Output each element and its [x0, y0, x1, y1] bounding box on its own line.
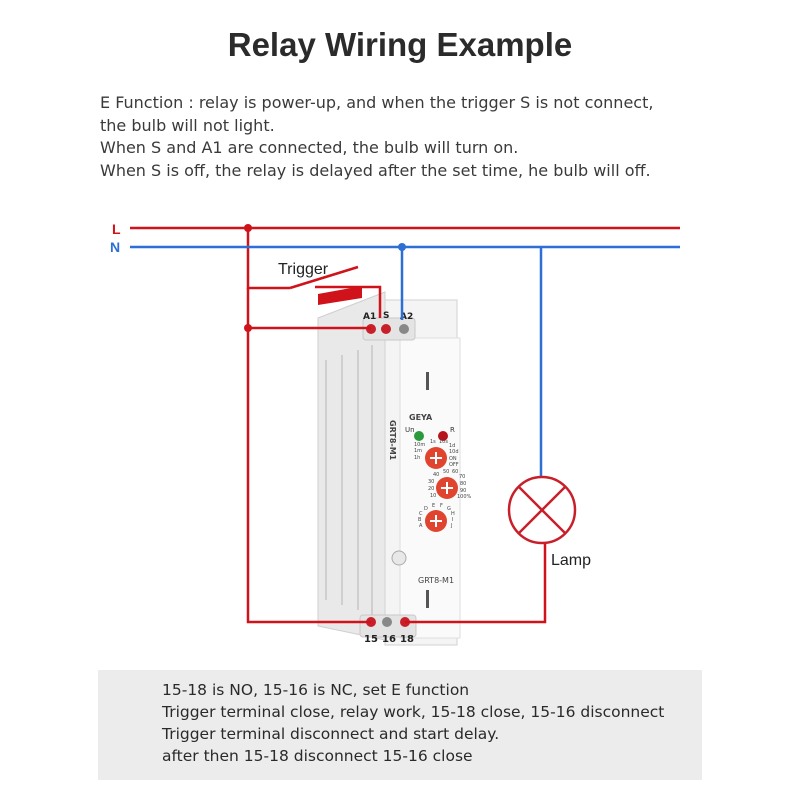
svg-text:40: 40 [433, 472, 439, 478]
terminal-a1-label: A1 [363, 312, 376, 322]
bottom-terminal-labels: 15 16 18 [364, 634, 414, 645]
svg-text:1m: 1m [414, 448, 422, 454]
svg-text:F: F [440, 503, 443, 509]
svg-text:1s: 1s [430, 439, 436, 445]
operation-notes: 15-18 is NO, 15-16 is NC, set E function… [98, 670, 702, 780]
relay-model-label: GRT8-M1 [418, 576, 454, 585]
terminal-a2-screw [399, 324, 409, 334]
svg-text:100%: 100% [457, 494, 472, 500]
neutral-label-n: N [110, 239, 120, 255]
svg-text:1d: 1d [449, 443, 455, 449]
svg-text:1h: 1h [414, 455, 420, 461]
description-line: the bulb will not light. [100, 115, 275, 135]
terminal-18-label: 18 [400, 634, 414, 645]
note-line: after then 15-18 disconnect 15-16 close [162, 747, 473, 765]
svg-text:20: 20 [428, 486, 434, 492]
brand-logo: GEYA [409, 413, 433, 422]
description-line: When S is off, the relay is delayed afte… [100, 160, 651, 180]
lamp-feed-wire [405, 540, 547, 624]
led-un-label: Un [405, 426, 415, 434]
svg-text:30: 30 [428, 479, 434, 485]
svg-text:OFF: OFF [449, 462, 459, 468]
relay-module: Un R GEYA 1s 10s 1m 10m 1h 1d 10d ON OFF [317, 286, 472, 646]
terminal-s-label: S [383, 311, 389, 321]
svg-text:H: H [451, 511, 455, 517]
svg-text:ON: ON [449, 456, 457, 462]
dial1-scale: 1s 10s 1m 10m 1h 1d 10d ON OFF [414, 439, 459, 468]
junction-dots [244, 224, 406, 332]
svg-text:C: C [419, 511, 423, 517]
common-15-wire [246, 328, 371, 624]
description-line: E Function : relay is power-up, and when… [100, 93, 654, 112]
led-un [414, 431, 424, 441]
terminal-16-screw [382, 617, 392, 627]
description-line: When S and A1 are connected, the bulb wi… [100, 138, 519, 157]
time-range-dial[interactable] [425, 447, 447, 469]
relay-side-model: GRT8-M1 [388, 420, 397, 461]
svg-text:J: J [450, 523, 452, 529]
trigger-feed-wire [246, 228, 290, 290]
svg-text:E: E [432, 503, 435, 509]
svg-text:90: 90 [460, 488, 466, 494]
svg-text:60: 60 [452, 469, 458, 475]
trigger-label: Trigger [278, 261, 329, 278]
svg-text:D: D [424, 506, 428, 512]
top-terminal-labels: A1 S A2 [363, 311, 413, 322]
lamp-symbol [507, 475, 577, 545]
lamp-label: Lamp [551, 552, 591, 569]
svg-text:10: 10 [430, 493, 436, 499]
note-line: Trigger terminal disconnect and start de… [162, 725, 500, 743]
relay-side-panel [317, 291, 386, 641]
dial3-scale: A B C D E F G H I J [418, 503, 455, 529]
svg-text:10d: 10d [449, 449, 459, 455]
relay-slot-top [426, 372, 429, 390]
page-title: Relay Wiring Example [227, 26, 573, 63]
function-description: E Function : relay is power-up, and when… [100, 92, 740, 182]
terminal-16-label: 16 [382, 634, 396, 645]
svg-text:A: A [419, 523, 423, 529]
svg-text:B: B [418, 517, 422, 523]
terminal-a2-label: A2 [400, 312, 413, 322]
relay-slot-bottom [426, 590, 429, 608]
led-r-label: R [450, 426, 455, 434]
line-label-l: L [112, 221, 121, 237]
svg-text:70: 70 [459, 474, 465, 480]
terminal-15-label: 15 [364, 634, 378, 645]
svg-text:50: 50 [443, 469, 449, 475]
certification-mark [391, 550, 407, 566]
function-dial[interactable] [425, 510, 447, 532]
svg-text:10m: 10m [414, 442, 425, 448]
svg-text:G: G [447, 506, 451, 512]
trigger-to-s-wire [315, 285, 382, 318]
note-line: Trigger terminal close, relay work, 15-1… [162, 703, 665, 721]
percentage-dial[interactable] [436, 477, 458, 499]
dial2-scale: 40 50 60 70 80 90 100% 30 20 10 [428, 469, 472, 500]
led-r [438, 431, 448, 441]
svg-text:10s: 10s [439, 439, 448, 445]
trigger-switch-contact [289, 265, 359, 290]
relay-ribs [325, 345, 373, 615]
terminal-s-screw [381, 324, 391, 334]
note-line: 15-18 is NO, 15-16 is NC, set E function [162, 681, 470, 699]
svg-text:80: 80 [460, 481, 466, 487]
relay-top-clip [318, 286, 362, 305]
svg-text:I: I [452, 517, 453, 523]
